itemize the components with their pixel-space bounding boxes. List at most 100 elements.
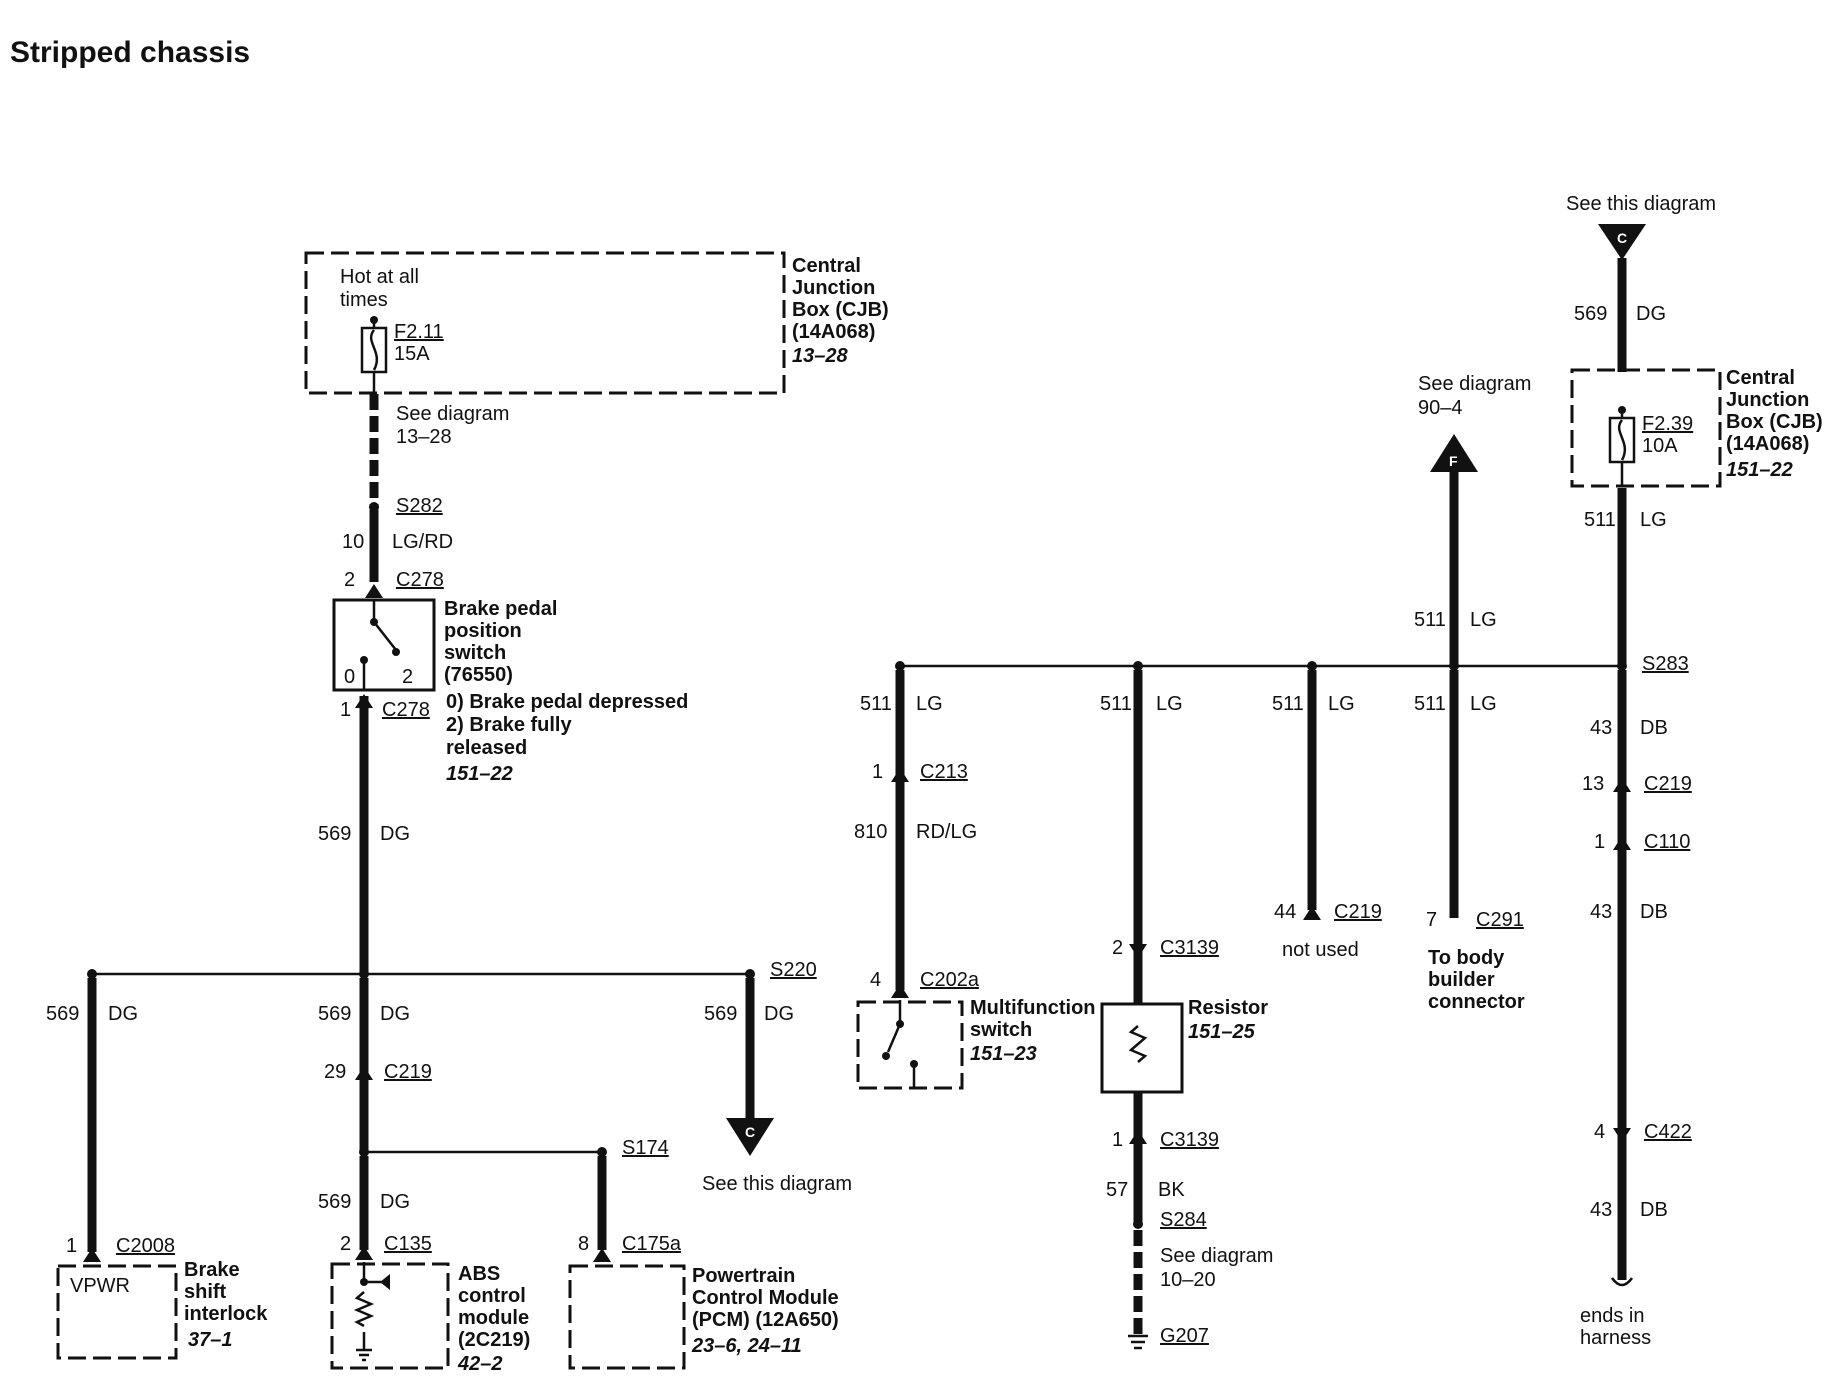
svg-text:Central: Central — [1726, 367, 1795, 389]
svg-text:Junction: Junction — [1726, 389, 1809, 411]
page-title: Stripped chassis — [10, 36, 250, 69]
svg-text:13–28: 13–28 — [792, 345, 848, 367]
svg-text:LG: LG — [916, 693, 943, 715]
svg-text:569: 569 — [318, 823, 351, 845]
resistor-icon — [1128, 1025, 1148, 1063]
svg-text:13–28: 13–28 — [396, 426, 452, 448]
svg-text:(2C219): (2C219) — [458, 1329, 530, 1351]
svg-text:DG: DG — [108, 1003, 138, 1025]
svg-text:See this diagram: See this diagram — [1566, 193, 1716, 215]
svg-text:151–22: 151–22 — [1726, 459, 1793, 481]
svg-text:LG/RD: LG/RD — [392, 531, 453, 553]
svg-text:569: 569 — [318, 1191, 351, 1213]
off-page-c-top — [1598, 224, 1646, 260]
svg-text:BK: BK — [1158, 1179, 1185, 1201]
svg-text:1: 1 — [66, 1235, 77, 1257]
off-page-f-up — [1430, 434, 1478, 472]
connector-c422 — [1613, 1128, 1631, 1142]
connector-c278-top — [365, 584, 383, 598]
svg-text:VPWR: VPWR — [70, 1275, 130, 1297]
svg-text:511: 511 — [1272, 693, 1304, 715]
connector-c3139-top — [1129, 944, 1147, 958]
svg-text:Hot at all: Hot at all — [340, 266, 419, 288]
connector-c135 — [355, 1246, 373, 1260]
svg-text:C219: C219 — [1334, 901, 1382, 923]
svg-text:shift: shift — [184, 1281, 227, 1303]
svg-text:151–23: 151–23 — [970, 1043, 1037, 1065]
svg-text:C213: C213 — [920, 761, 968, 783]
svg-text:10A: 10A — [1642, 435, 1678, 457]
svg-text:See diagram: See diagram — [1160, 1245, 1273, 1267]
svg-text:S282: S282 — [396, 495, 443, 517]
svg-text:0) Brake pedal depressed: 0) Brake pedal depressed — [446, 691, 688, 713]
svg-text:position: position — [444, 620, 522, 642]
svg-text:C2008: C2008 — [116, 1235, 175, 1257]
svg-text:511: 511 — [1584, 509, 1616, 531]
svg-text:15A: 15A — [394, 343, 430, 365]
svg-text:interlock: interlock — [184, 1303, 268, 1325]
cjb-right: F2.39 10A Central Junction Box (CJB) (14… — [1570, 367, 1823, 488]
svg-text:C: C — [745, 1124, 755, 1140]
fuse-f2-11: F2.11 — [394, 321, 444, 343]
svg-text:2: 2 — [344, 569, 355, 591]
svg-text:Powertrain: Powertrain — [692, 1265, 795, 1287]
connector-c3139-bottom — [1129, 1130, 1147, 1144]
svg-text:DG: DG — [380, 1003, 410, 1025]
svg-text:LG: LG — [1470, 693, 1497, 715]
svg-text:43: 43 — [1590, 717, 1612, 739]
svg-text:DB: DB — [1640, 901, 1668, 923]
connector-c219-not-used — [1303, 906, 1321, 920]
svg-text:2) Brake fully: 2) Brake fully — [446, 714, 572, 736]
svg-text:Control Module: Control Module — [692, 1287, 839, 1309]
svg-text:builder: builder — [1428, 969, 1495, 991]
svg-text:Box (CJB): Box (CJB) — [792, 299, 889, 321]
svg-text:S220: S220 — [770, 959, 817, 981]
svg-text:C219: C219 — [384, 1061, 432, 1083]
svg-text:C202a: C202a — [920, 969, 980, 991]
svg-text:(14A068): (14A068) — [1726, 433, 1809, 455]
svg-text:Multifunction: Multifunction — [970, 997, 1096, 1019]
brake-pedal-position-switch: 0 2 Brake pedal position switch (76550) … — [332, 598, 688, 785]
svg-text:10: 10 — [342, 531, 364, 553]
off-page-c-down — [726, 1118, 774, 1156]
svg-text:C110: C110 — [1644, 831, 1690, 853]
svg-text:ABS: ABS — [458, 1263, 500, 1285]
svg-text:harness: harness — [1580, 1327, 1651, 1349]
brake-shift-interlock: VPWR Brake shift interlock 37–1 — [56, 1259, 268, 1360]
svg-text:37–1: 37–1 — [188, 1329, 233, 1351]
svg-text:switch: switch — [970, 1019, 1032, 1041]
svg-text:ends in: ends in — [1580, 1305, 1645, 1327]
svg-text:(PCM) (12A650): (PCM) (12A650) — [692, 1309, 839, 1331]
svg-text:511: 511 — [1100, 693, 1132, 715]
svg-text:C278: C278 — [396, 569, 444, 591]
svg-text:DG: DG — [1636, 303, 1666, 325]
svg-text:2: 2 — [340, 1233, 351, 1255]
svg-text:See diagram: See diagram — [1418, 373, 1531, 395]
svg-text:2: 2 — [1112, 937, 1123, 959]
svg-text:23–6, 24–11: 23–6, 24–11 — [691, 1335, 802, 1357]
svg-text:569: 569 — [46, 1003, 79, 1025]
svg-text:Central: Central — [792, 255, 861, 277]
svg-text:switch: switch — [444, 642, 506, 664]
connector-c219-right — [1613, 778, 1631, 792]
svg-text:LG: LG — [1156, 693, 1183, 715]
svg-text:151–22: 151–22 — [446, 763, 513, 785]
svg-text:DB: DB — [1640, 717, 1668, 739]
svg-text:511: 511 — [860, 693, 892, 715]
svg-text:RD/LG: RD/LG — [916, 821, 977, 843]
svg-text:43: 43 — [1590, 901, 1612, 923]
svg-text:F: F — [1449, 453, 1458, 469]
svg-text:151–25: 151–25 — [1188, 1021, 1256, 1043]
svg-text:LG: LG — [1470, 609, 1497, 631]
svg-text:90–4: 90–4 — [1418, 397, 1463, 419]
svg-text:C: C — [1617, 230, 1627, 246]
svg-text:See this diagram: See this diagram — [702, 1173, 852, 1195]
svg-text:7: 7 — [1426, 909, 1437, 931]
splice-s284 — [1133, 1219, 1143, 1229]
svg-text:times: times — [340, 289, 388, 311]
multifunction-switch: Multifunction switch 151–23 — [856, 997, 1096, 1090]
svg-text:LG: LG — [1640, 509, 1667, 531]
svg-text:2: 2 — [402, 666, 413, 688]
svg-text:569: 569 — [1574, 303, 1607, 325]
